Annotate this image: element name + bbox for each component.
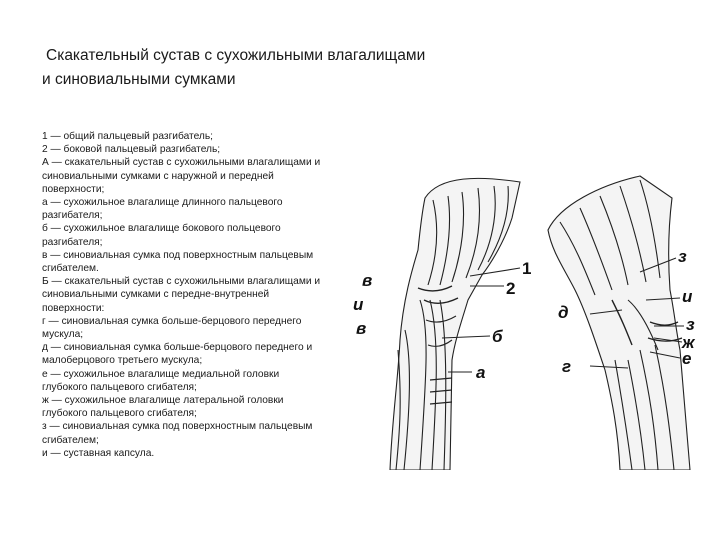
- legend-item: ж — сухожильное влагалище латеральной го…: [42, 395, 284, 420]
- label-b: б: [492, 327, 503, 346]
- label-2: 2: [506, 279, 515, 298]
- label-i-left: и: [353, 295, 364, 314]
- right-joint-drawing: [547, 175, 691, 470]
- label-v-top: в: [362, 271, 372, 290]
- left-joint-drawing: [389, 177, 521, 470]
- legend-item: А — скакательный сустав с сухожильными в…: [42, 157, 321, 195]
- label-z-top: з: [678, 247, 687, 266]
- legend-item: 2 — боковой пальцевый разгибатель;: [42, 144, 221, 156]
- label-1: 1: [522, 259, 531, 278]
- legend-item: 1 — общий пальцевый разгибатель;: [42, 131, 213, 142]
- label-e: е: [682, 349, 691, 368]
- label-v-bottom: в: [356, 319, 366, 338]
- label-a: а: [476, 363, 485, 382]
- label-z-mid: з: [686, 315, 695, 334]
- page-title: Скакательный сустав с сухожильными влага…: [42, 44, 482, 92]
- legend-item: в — синовиальная сумка под поверхностным…: [42, 249, 314, 275]
- legend-list: 1 — общий пальцевый разгибатель; 2 — бок…: [42, 130, 327, 460]
- legend-item: д — синовиальная сумка больше-берцового …: [42, 342, 313, 367]
- legend-item: Б — скакательный сустав с сухожильными в…: [42, 276, 321, 314]
- legend-item: и — суставная капсула.: [42, 447, 155, 459]
- legend-item: а — сухожильное влагалище длинного пальц…: [42, 197, 283, 222]
- label-d: д: [558, 303, 569, 322]
- title-line-1: Скакательный сустав с сухожильными влага…: [46, 47, 426, 64]
- legend-item: е — сухожильное влагалище медиальной гол…: [42, 368, 280, 393]
- label-i-right: и: [682, 287, 693, 306]
- label-zh: ж: [681, 333, 696, 352]
- label-g: г: [562, 357, 571, 376]
- legend-item: б — сухожильное влагалище бокового польц…: [42, 223, 281, 248]
- legend-item: г — синовиальная сумка больше-берцового …: [42, 315, 302, 341]
- legend-item: з — синовиальная сумка под поверхностным…: [42, 421, 313, 446]
- title-line-2: и синовиальными сумками: [42, 71, 236, 88]
- hock-joint-illustration: в и в 1 2 б а з д и з ж е г: [353, 175, 696, 470]
